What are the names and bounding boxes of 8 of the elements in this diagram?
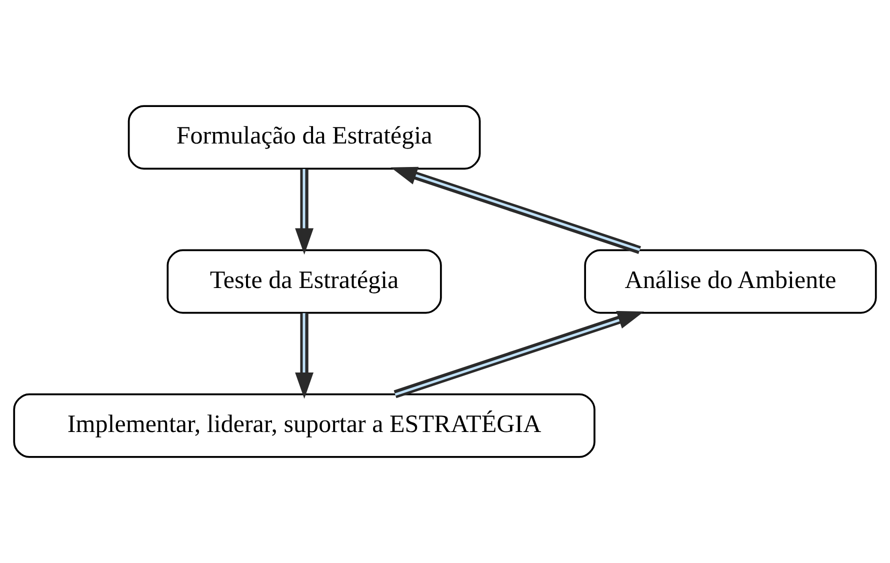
arrow	[394, 311, 644, 398]
node-box: Teste da Estratégia	[166, 249, 442, 314]
node-box: Formulação da Estratégia	[128, 105, 481, 170]
arrow	[295, 313, 314, 399]
arrow	[295, 169, 314, 255]
arrow	[390, 166, 641, 254]
node-box: Análise do Ambiente	[584, 249, 877, 314]
node-box: Implementar, liderar, suportar a ESTRATÉGIA	[13, 393, 596, 458]
